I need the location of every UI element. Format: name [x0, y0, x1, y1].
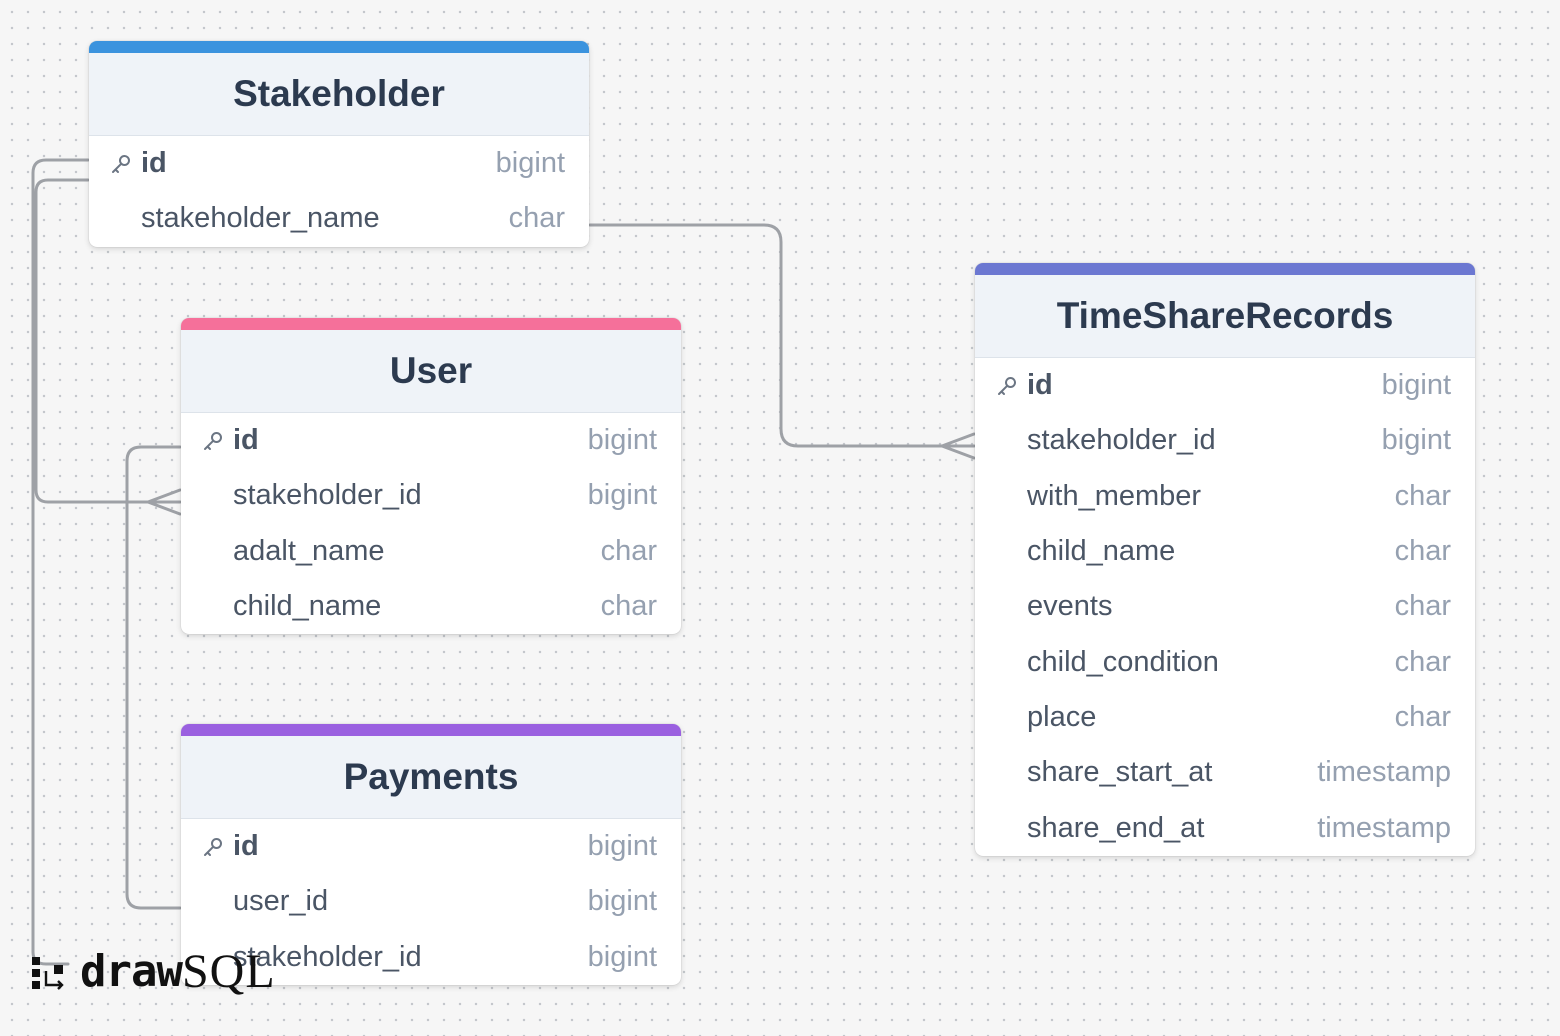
- table-payments[interactable]: Payments id bigint user_id bigint stakeh…: [181, 724, 681, 985]
- key-placeholder: [995, 592, 1027, 622]
- key-icon: [201, 426, 233, 456]
- column-type: timestamp: [1317, 756, 1451, 789]
- column-name: share_start_at: [1027, 756, 1213, 789]
- key-icon: [109, 149, 141, 179]
- column-type: timestamp: [1317, 811, 1451, 844]
- column-name: share_end_at: [1027, 811, 1205, 844]
- table-stakeholder[interactable]: Stakeholder id bigint stakeholder_name c…: [89, 41, 589, 247]
- column-type: char: [1394, 590, 1451, 623]
- key-placeholder: [201, 592, 233, 622]
- column-type: bigint: [587, 830, 657, 863]
- column-row[interactable]: id bigint: [89, 136, 589, 191]
- table-title: Stakeholder: [89, 53, 589, 136]
- column-name: id: [141, 147, 167, 180]
- column-row[interactable]: stakeholder_id bigint: [181, 468, 681, 523]
- column-name: stakeholder_id: [233, 479, 422, 512]
- edge-stakeholder-payments: [31, 158, 90, 966]
- column-name: user_id: [233, 885, 329, 918]
- column-row[interactable]: stakeholder_name char: [89, 191, 589, 246]
- table-color-bar: [975, 263, 1475, 275]
- column-type: bigint: [587, 940, 657, 973]
- key-placeholder: [995, 481, 1027, 511]
- edge-user-payments: [125, 445, 182, 910]
- drawsql-mark-icon: [32, 956, 64, 990]
- column-type: bigint: [587, 479, 657, 512]
- column-row[interactable]: events char: [975, 579, 1475, 634]
- table-color-bar: [181, 724, 681, 736]
- column-type: char: [1394, 535, 1451, 568]
- table-color-bar: [89, 41, 589, 53]
- column-row[interactable]: user_id bigint: [181, 874, 681, 929]
- column-name: with_member: [1027, 479, 1202, 512]
- key-placeholder: [995, 758, 1027, 788]
- column-name: child_name: [233, 590, 382, 623]
- column-row[interactable]: place char: [975, 690, 1475, 745]
- column-type: bigint: [1381, 424, 1451, 457]
- column-type: char: [1394, 700, 1451, 733]
- key-placeholder: [201, 536, 233, 566]
- column-row[interactable]: id bigint: [975, 358, 1475, 413]
- table-user[interactable]: User id bigint stakeholder_id bigint ada…: [181, 318, 681, 635]
- column-row[interactable]: stakeholder_id bigint: [975, 413, 1475, 468]
- key-icon: [995, 371, 1027, 401]
- column-name: id: [233, 424, 259, 457]
- column-type: bigint: [587, 885, 657, 918]
- column-type: char: [600, 590, 657, 623]
- column-name: stakeholder_name: [141, 202, 380, 235]
- column-row[interactable]: child_condition char: [975, 634, 1475, 689]
- edge-stakeholder-timeshare: [588, 223, 976, 448]
- column-type: char: [600, 534, 657, 567]
- column-name: id: [233, 830, 259, 863]
- key-icon: [201, 832, 233, 862]
- column-name: id: [1027, 369, 1053, 402]
- column-row[interactable]: stakeholder_id bigint: [181, 930, 681, 985]
- column-name: place: [1027, 700, 1097, 733]
- key-placeholder: [995, 647, 1027, 677]
- key-placeholder: [201, 887, 233, 917]
- table-title: User: [181, 330, 681, 413]
- key-placeholder: [995, 426, 1027, 456]
- column-row[interactable]: share_start_at timestamp: [975, 745, 1475, 800]
- key-placeholder: [995, 813, 1027, 843]
- logo-text-sql: SQL: [181, 945, 276, 998]
- column-name: stakeholder_id: [233, 940, 422, 973]
- column-row[interactable]: id bigint: [181, 413, 681, 468]
- column-type: bigint: [587, 424, 657, 457]
- column-row[interactable]: child_name char: [181, 579, 681, 634]
- column-row[interactable]: with_member char: [975, 469, 1475, 524]
- column-name: adalt_name: [233, 534, 385, 567]
- column-row[interactable]: adalt_name char: [181, 524, 681, 579]
- crowfoot-timeshare-stakeholder-id: [940, 432, 976, 460]
- logo-text-draw: draw: [80, 946, 183, 997]
- table-color-bar: [181, 318, 681, 330]
- column-name: events: [1027, 590, 1113, 623]
- column-type: char: [1394, 645, 1451, 678]
- column-row[interactable]: child_name char: [975, 524, 1475, 579]
- edge-stakeholder-user: [34, 178, 182, 504]
- crowfoot-user-stakeholder-id: [146, 488, 182, 516]
- column-name: child_condition: [1027, 645, 1219, 678]
- key-placeholder: [995, 537, 1027, 567]
- key-placeholder: [201, 481, 233, 511]
- key-placeholder: [995, 702, 1027, 732]
- column-name: stakeholder_id: [1027, 424, 1216, 457]
- column-type: bigint: [1381, 369, 1451, 402]
- column-type: char: [1394, 479, 1451, 512]
- table-timesharerecords[interactable]: TimeShareRecords id bigint stakeholder_i…: [975, 263, 1475, 856]
- column-row[interactable]: share_end_at timestamp: [975, 800, 1475, 855]
- column-type: char: [508, 202, 565, 235]
- table-title: TimeShareRecords: [975, 275, 1475, 358]
- column-type: bigint: [495, 147, 565, 180]
- column-row[interactable]: id bigint: [181, 819, 681, 874]
- column-name: child_name: [1027, 535, 1176, 568]
- table-title: Payments: [181, 736, 681, 819]
- key-placeholder: [109, 204, 141, 234]
